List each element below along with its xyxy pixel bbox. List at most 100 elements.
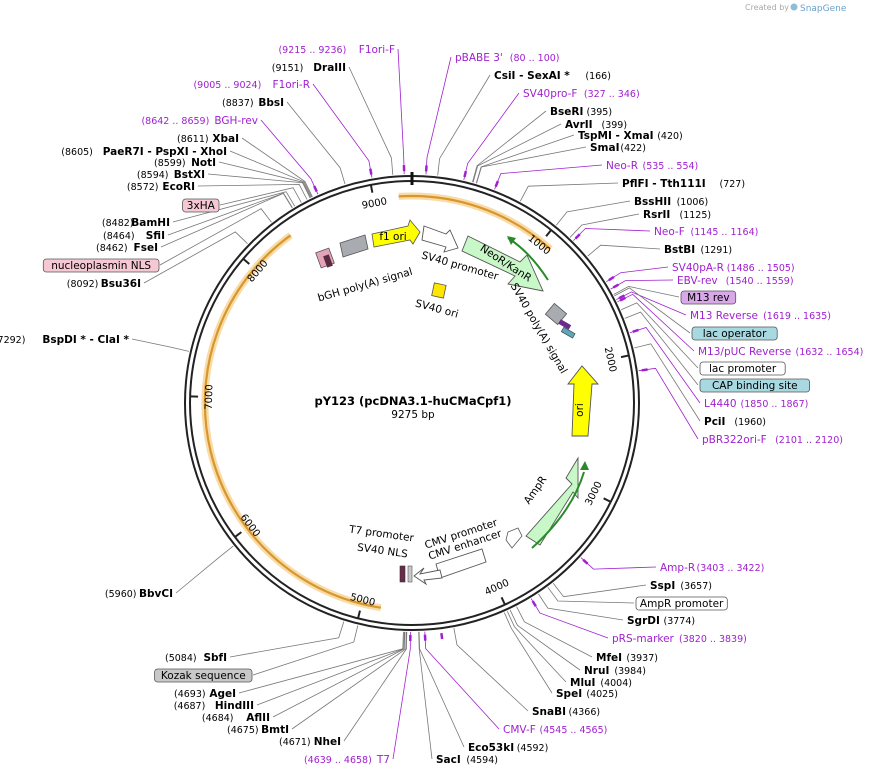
- position-label: (1006): [677, 197, 709, 208]
- plasmid-name: pY123 (pcDNA3.1-huCMaCpf1): [314, 394, 511, 408]
- position-label: (9215 .. 9236): [278, 45, 346, 56]
- primer-label: pBABE 3': [455, 52, 503, 64]
- tick-label: 4000: [483, 578, 511, 599]
- plasmid-size: 9275 bp: [391, 409, 435, 421]
- position-label: (8462): [96, 243, 128, 254]
- position-label: (395): [587, 107, 613, 118]
- enzyme-label: SpeI: [556, 688, 582, 700]
- left-labels: F1ori-F(9215 .. 9236)DraIII(9151)F1ori-R…: [0, 44, 395, 766]
- bgh-polya-box: [339, 234, 369, 258]
- leader-line: [291, 631, 407, 730]
- f1-ori-arrow: [371, 219, 421, 248]
- ori-arrow: [567, 365, 600, 437]
- feature-label: nucleoplasmin NLS: [51, 260, 151, 272]
- primer-mark: [608, 275, 615, 282]
- position-label: (9151): [272, 63, 304, 74]
- leader-line: [503, 612, 553, 694]
- position-label: (4671): [279, 737, 311, 748]
- leader-line: [229, 621, 345, 658]
- ring-features: [201, 165, 648, 642]
- leader-line: [418, 631, 433, 760]
- leader-line: [606, 266, 669, 283]
- leader-line: [159, 208, 272, 266]
- sv40-promoter-arrow: [421, 225, 459, 253]
- ori-label: ori: [574, 403, 586, 417]
- tick-mark: [369, 184, 374, 193]
- ampr-orf-head: [580, 461, 589, 470]
- primer-mark: [618, 294, 625, 300]
- enzyme-label: BssHII: [634, 196, 671, 208]
- ampr-label: AmpR: [522, 474, 550, 507]
- enzyme-label: BstBI: [664, 244, 695, 256]
- tick-mark: [603, 497, 612, 503]
- position-label: (4675): [227, 725, 259, 736]
- position-label: (8599): [154, 158, 186, 169]
- orf-arc-left: [203, 234, 382, 609]
- neor-orf-head: [507, 236, 516, 245]
- enzyme-label: AgeI: [209, 688, 236, 700]
- primer-mark: [494, 180, 500, 188]
- enzyme-label: MluI: [570, 677, 595, 689]
- primer-mark: [463, 170, 468, 178]
- cmv-promoter-arrow: [413, 567, 443, 586]
- position-label: (8642 .. 8659): [141, 116, 209, 127]
- primer-label: Neo-R: [606, 160, 638, 172]
- leader-line: [437, 74, 491, 176]
- tick-mark: [500, 596, 506, 606]
- tick-mark: [242, 258, 250, 265]
- leader-line: [573, 228, 651, 241]
- feature-label-box: [635, 596, 728, 611]
- leader-line: [207, 173, 311, 199]
- primer-mark: [369, 168, 373, 175]
- primer-label: Neo-F: [654, 226, 685, 238]
- enzyme-label: SfiI: [146, 230, 165, 242]
- enzyme-label: PaeR7I - PspXI - XhoI: [103, 146, 227, 158]
- enzyme-label: DraIII: [313, 62, 346, 74]
- leader-line: [516, 606, 593, 658]
- enzyme-label: XbaI: [212, 133, 239, 145]
- enzyme-label: MfeI: [596, 652, 622, 664]
- leader-line: [241, 137, 313, 197]
- ha-box: [323, 254, 333, 268]
- enzyme-label: AflII: [246, 712, 270, 724]
- leader-line: [343, 631, 408, 742]
- feature-label: Kozak sequence: [161, 670, 246, 682]
- position-label: (8464): [103, 231, 135, 242]
- leader-line: [218, 161, 312, 198]
- enzyme-label: NruI: [584, 665, 609, 677]
- enzyme-label: NheI: [314, 736, 341, 748]
- position-label: (1850 .. 1867): [741, 399, 809, 410]
- primer-label: F1ori-R: [273, 79, 310, 91]
- snapgene-logo-icon: [790, 3, 798, 11]
- leader-line: [476, 146, 587, 184]
- enzyme-label: Eco53kI: [468, 742, 514, 754]
- leader-line: [519, 182, 619, 202]
- position-label: (5960): [105, 589, 137, 600]
- feature-label: AmpR promoter: [640, 598, 724, 610]
- credit-prefix: Created by: [745, 3, 789, 12]
- position-label: (8572): [127, 182, 159, 193]
- primer-label: CMV-F: [503, 724, 536, 736]
- lac-mark: [560, 326, 576, 339]
- leader-line: [506, 611, 567, 683]
- neor-arrow: [461, 235, 544, 292]
- position-label: (1125): [680, 210, 712, 221]
- leader-line: [547, 587, 635, 604]
- leader-line: [453, 628, 529, 712]
- enzyme-label: SnaBI: [532, 706, 566, 718]
- feature-label: lac operator: [703, 328, 767, 340]
- primer-mark: [641, 368, 648, 372]
- position-label: (1632 .. 1654): [796, 347, 864, 358]
- primer-label: EBV-rev: [677, 275, 718, 287]
- leader-line: [425, 56, 452, 175]
- leader-line: [238, 631, 404, 694]
- primer-mark: [440, 632, 444, 640]
- leader-line: [472, 123, 562, 183]
- enzyme-label: TspMI - XmaI: [578, 130, 654, 142]
- leader-line: [624, 311, 699, 386]
- leader-line: [610, 279, 674, 290]
- position-label: (327 .. 346): [584, 89, 640, 100]
- position-label: (3937): [626, 653, 658, 664]
- position-label: (3774): [664, 616, 696, 627]
- leader-line: [555, 200, 631, 226]
